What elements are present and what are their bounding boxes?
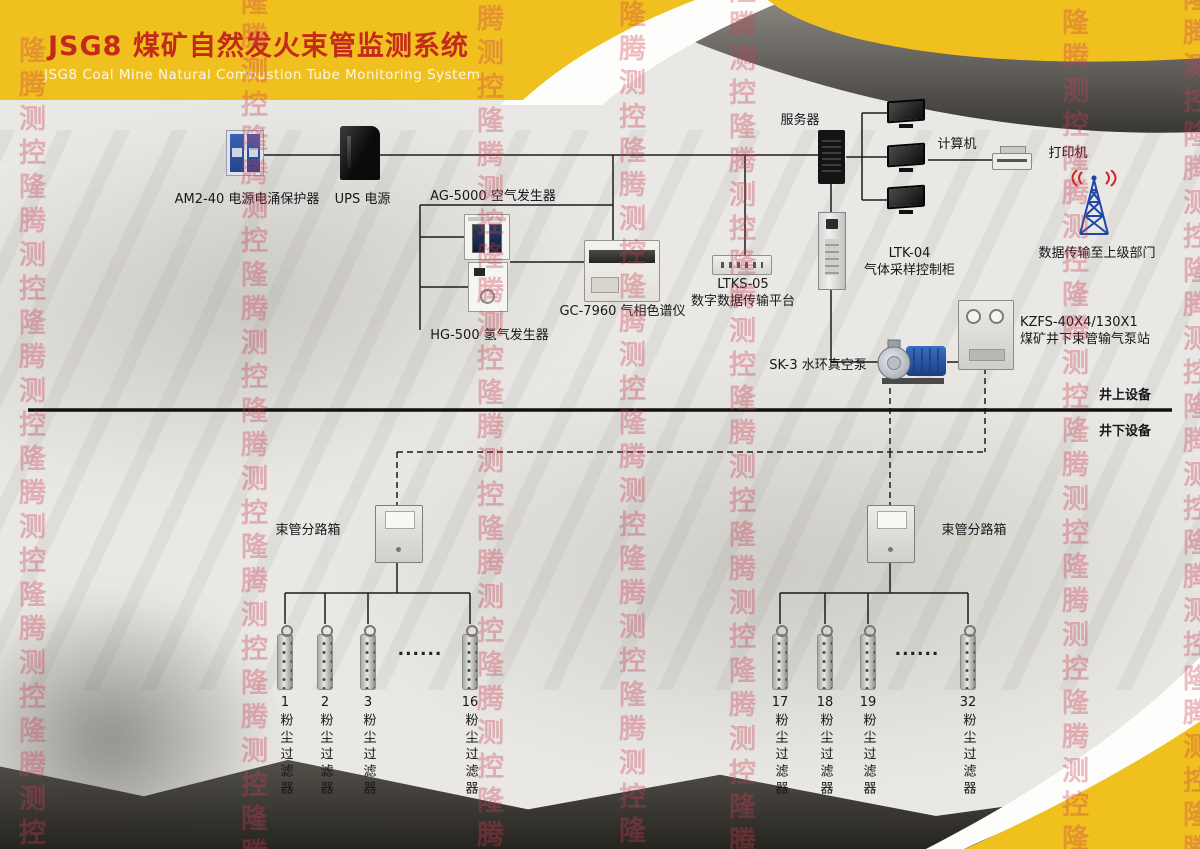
label-branch-box-right: 束管分路箱 (941, 523, 1007, 538)
filters-ellipsis-left: ...... (397, 640, 443, 660)
background-bottom-terrain (0, 759, 1200, 849)
filter-label: 粉尘过滤器 (772, 713, 788, 798)
sampling-cabinet-device (818, 212, 846, 290)
filter-cylinder-icon (317, 625, 333, 690)
computer-monitor-icon (887, 98, 925, 128)
label-cabinet-model: LTK-04 (888, 246, 931, 261)
printer-device (992, 146, 1032, 174)
transmission-platform-device (712, 255, 772, 275)
branch-box-device (867, 505, 915, 563)
label-surge-protector: AM2-40 电源电涌保护器 (174, 192, 320, 207)
filter-label: 粉尘过滤器 (317, 713, 333, 798)
filter-number: 17 (771, 695, 789, 710)
label-uplink: 数据传输至上级部门 (1038, 246, 1156, 261)
filter-number: 18 (816, 695, 834, 710)
background-terrain-shade (0, 61, 623, 539)
filter-number: 19 (859, 695, 877, 710)
dust-filter-3: 3 粉尘过滤器 (348, 624, 388, 798)
filter-cylinder-icon (817, 625, 833, 690)
label-sampling-cabinet: LTK-04 气体采样控制柜 (852, 246, 967, 280)
label-underground-equipment: 井下设备 (1098, 424, 1151, 439)
label-cabinet-name: 气体采样控制柜 (863, 262, 955, 278)
label-transmission-platform: LTKS-05 数字数据传输平台 (677, 277, 809, 311)
filter-cylinder-icon (462, 625, 478, 690)
page-title: JSG8 煤矿自然发火束管监测系统 (48, 31, 469, 62)
dust-filter-32: 32 粉尘过滤器 (948, 624, 988, 798)
filter-cylinder-icon (960, 625, 976, 690)
filter-label: 粉尘过滤器 (462, 713, 478, 798)
computer-monitor-icon (887, 184, 925, 214)
label-server: 服务器 (780, 113, 820, 128)
vacuum-pump-device (877, 339, 946, 384)
air-generator-device (464, 214, 510, 260)
filter-number: 2 (320, 695, 330, 710)
filter-number: 3 (363, 695, 373, 710)
watermark-text: 隆腾测控隆腾测控隆腾测控隆腾测控隆腾测控隆腾测控隆腾测控隆腾测控 (14, 36, 45, 849)
pump-station-device (958, 300, 1014, 370)
watermark-text: 隆腾测控隆腾测控隆腾测控隆腾测控隆腾测控隆腾测控隆腾测控隆腾测控 (1178, 0, 1200, 849)
label-branch-box-left: 束管分路箱 (275, 523, 341, 538)
label-pump-station-name: 煤矿井下束管输气泵站 (1020, 331, 1151, 347)
air-generator-window-icon (472, 224, 485, 253)
label-surface-equipment: 井上设备 (1098, 388, 1151, 403)
surge-protector-device (226, 130, 264, 176)
filter-label: 粉尘过滤器 (277, 713, 293, 798)
air-generator-window-icon (489, 224, 502, 253)
computer-monitor-icon (887, 142, 925, 172)
hydrogen-generator-device (468, 262, 508, 312)
filter-number: 1 (280, 695, 290, 710)
page-subtitle: JSG8 Coal Mine Natural Combustion Tube M… (44, 67, 481, 83)
label-transmission-name: 数字数据传输平台 (690, 293, 795, 309)
gauge-icon (966, 309, 981, 324)
label-pump-station-model: KZFS-40X4/130X1 (1020, 315, 1138, 330)
filter-label: 粉尘过滤器 (860, 713, 876, 798)
label-hydrogen-generator: HG-500 氢气发生器 (430, 328, 549, 343)
filters-ellipsis-right: ...... (894, 640, 940, 660)
dust-filter-2: 2 粉尘过滤器 (305, 624, 345, 798)
filter-cylinder-icon (277, 625, 293, 690)
background-dark-terrain (0, 590, 280, 849)
background-photo-texture (0, 130, 1200, 690)
label-pump-station: KZFS-40X4/130X1 煤矿井下束管输气泵站 (1020, 315, 1190, 349)
ups-device (340, 126, 380, 180)
label-computer: 计算机 (937, 137, 977, 152)
dust-filter-1: 1 粉尘过滤器 (265, 624, 305, 798)
filter-label: 粉尘过滤器 (960, 713, 976, 798)
gauge-icon (989, 309, 1004, 324)
label-transmission-model: LTKS-05 (717, 277, 769, 292)
filter-cylinder-icon (860, 625, 876, 690)
chromatograph-device (584, 240, 660, 302)
branch-box-device (375, 505, 423, 563)
dust-filter-17: 17 粉尘过滤器 (760, 624, 800, 798)
filter-label: 粉尘过滤器 (817, 713, 833, 798)
filter-label: 粉尘过滤器 (360, 713, 376, 798)
filter-cylinder-icon (772, 625, 788, 690)
filter-number: 16 (461, 695, 479, 710)
label-ups: UPS 电源 (334, 192, 391, 207)
filter-number: 32 (959, 695, 977, 710)
label-air-generator: AG-5000 空气发生器 (430, 189, 556, 204)
dust-filter-18: 18 粉尘过滤器 (805, 624, 845, 798)
label-vacuum-pump: SK-3 水环真空泵 (769, 358, 867, 373)
label-printer: 打印机 (1048, 146, 1088, 161)
filter-cylinder-icon (360, 625, 376, 690)
surge-module-icon (246, 134, 260, 172)
antenna-tower-icon (1071, 170, 1117, 235)
server-device (818, 130, 845, 184)
watermark-text: 隆腾测控隆腾测控隆腾测控隆腾测控隆腾测控隆腾测控隆腾测控隆腾测控 (614, 0, 645, 849)
surge-module-icon (230, 134, 244, 172)
watermark-text: 隆腾测控隆腾测控隆腾测控隆腾测控隆腾测控隆腾测控隆腾测控隆腾测控 (724, 0, 755, 849)
